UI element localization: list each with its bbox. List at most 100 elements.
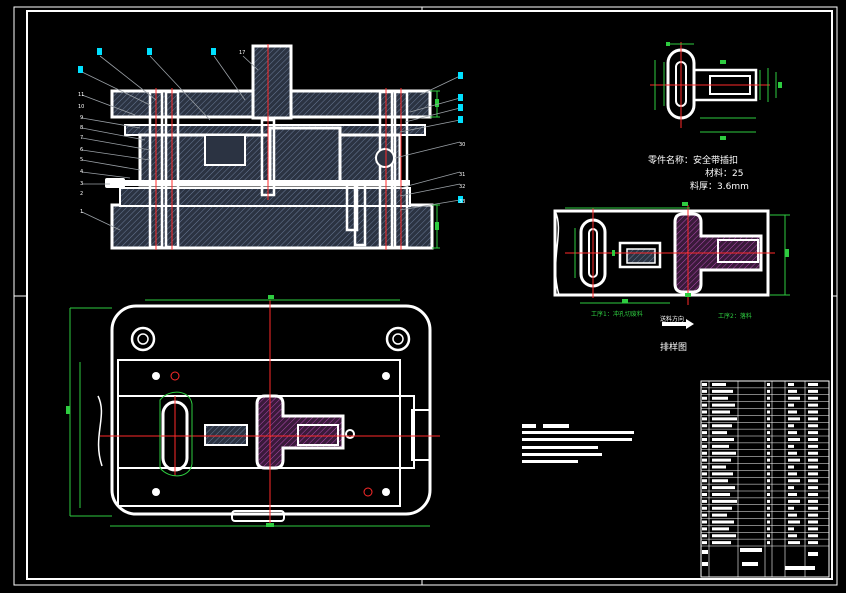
title-block-cell-text xyxy=(702,520,707,524)
title-block-cell-text xyxy=(808,451,818,455)
title-block-cell-text xyxy=(788,527,794,531)
title-block-cell-text xyxy=(702,499,707,503)
callout-2: 2 xyxy=(80,191,83,197)
title-block-cell-text xyxy=(702,534,707,538)
title-block-cell-text xyxy=(702,444,707,448)
title-block-cell-text xyxy=(808,527,818,531)
title-block-cell-text xyxy=(702,493,707,496)
section-view xyxy=(105,44,440,250)
title-block-cell-text xyxy=(702,465,707,469)
title-block-cell-text xyxy=(788,486,794,490)
callout-1: 1 xyxy=(80,209,83,215)
title-block-cell-text xyxy=(767,506,770,510)
title-block-cell-text xyxy=(808,403,818,407)
title-block-cell-text xyxy=(808,396,818,400)
title-block-footer-text xyxy=(702,550,708,554)
title-block-cell-text xyxy=(702,389,707,393)
title-block-cell-text xyxy=(767,534,770,538)
title-block-cell-text xyxy=(808,499,818,503)
title-block-cell-text xyxy=(702,451,707,455)
callout-markers xyxy=(78,48,463,203)
title-block-cell-text xyxy=(808,534,818,538)
title-block-cell-text xyxy=(767,410,770,414)
title-block-cell-text xyxy=(767,499,770,503)
callout-8: 8 xyxy=(80,125,83,131)
title-block-cell-text xyxy=(712,410,730,414)
callout-numbers: 17 11 10 9 8 7 6 5 4 3 2 1 30 31 32 33 xyxy=(78,50,465,215)
callout-17: 17 xyxy=(239,50,245,56)
title-block-cell-text xyxy=(702,479,707,483)
title-block-cell-text xyxy=(712,417,737,421)
title-block-cell-text xyxy=(808,389,818,393)
title-block-cell-text xyxy=(712,513,727,517)
title-block-cell-text xyxy=(767,403,770,407)
title-block-cell-text xyxy=(808,458,818,462)
title-block-cell-text xyxy=(808,486,818,490)
title-block-footer-text xyxy=(740,548,762,552)
callout-7: 7 xyxy=(80,135,83,141)
title-block-cell-text xyxy=(767,513,770,517)
title-block-cell-text xyxy=(788,389,797,393)
title-block-cell-text xyxy=(767,527,770,531)
title-block-cell-text xyxy=(788,499,800,503)
title-block-cell-text xyxy=(712,486,735,490)
callout-9: 9 xyxy=(80,115,83,121)
title-block-cell-text xyxy=(788,541,800,545)
title-block-cell-text xyxy=(767,417,770,421)
title-block-cell-text xyxy=(767,458,770,462)
title-block-cell-text xyxy=(788,493,797,496)
title-block-cell-text xyxy=(712,479,728,483)
title-block xyxy=(700,380,830,578)
title-block-cell-text xyxy=(767,444,770,448)
part-view xyxy=(650,42,782,140)
title-block-cell-text xyxy=(712,465,726,469)
title-block-cell-text xyxy=(767,520,770,524)
callout-leaders-left xyxy=(81,55,259,231)
title-block-cell-text xyxy=(712,389,733,393)
title-block-cell-text xyxy=(702,506,707,510)
title-block-cell-text xyxy=(808,472,818,476)
title-block-cell-text xyxy=(788,451,797,455)
title-block-cell-text xyxy=(712,403,735,407)
title-block-cell-text xyxy=(712,438,734,441)
callout-6: 6 xyxy=(80,147,83,153)
title-block-cell-text xyxy=(788,506,794,510)
callout-30: 30 xyxy=(459,142,465,148)
title-block-cell-text xyxy=(788,472,797,476)
title-block-cell-text xyxy=(702,383,707,386)
callout-3: 3 xyxy=(80,181,83,187)
title-block-cell-text xyxy=(712,506,732,510)
title-block-cell-text xyxy=(808,493,818,496)
title-block-cell-text xyxy=(702,424,707,428)
title-block-cell-text xyxy=(788,417,800,421)
title-block-cell-text xyxy=(767,438,770,441)
title-block-cell-text xyxy=(712,527,729,531)
title-block-cell-text xyxy=(767,431,770,435)
title-block-cell-text xyxy=(788,520,800,524)
title-block-cell-text xyxy=(712,520,734,524)
title-block-cell-text xyxy=(788,424,794,428)
title-block-cell-text xyxy=(712,396,728,400)
callout-10: 10 xyxy=(78,104,84,110)
technical-notes xyxy=(522,424,634,463)
callout-33: 33 xyxy=(459,199,465,205)
callout-11: 11 xyxy=(78,92,84,98)
strip-station1-label: 工序1：冲孔切废料 xyxy=(591,310,643,318)
strip-layout xyxy=(553,202,790,305)
drawing-frame xyxy=(13,6,838,586)
title-block-footer-text xyxy=(785,566,815,570)
title-block-cell-text xyxy=(808,417,818,421)
title-block-cell-text xyxy=(767,472,770,476)
title-block-cell-text xyxy=(712,444,729,448)
title-block-cell-text xyxy=(702,438,707,441)
plan-view xyxy=(66,295,440,527)
title-block-cell-text xyxy=(767,451,770,455)
title-block-cell-text xyxy=(702,417,707,421)
title-block-cell-text xyxy=(808,444,818,448)
feed-arrow-icon xyxy=(662,319,694,329)
title-block-cell-text xyxy=(808,383,818,386)
title-block-footer-text xyxy=(808,552,818,556)
title-block-cell-text xyxy=(767,541,770,545)
title-block-cell-text xyxy=(788,410,797,414)
title-block-cell-text xyxy=(702,527,707,531)
